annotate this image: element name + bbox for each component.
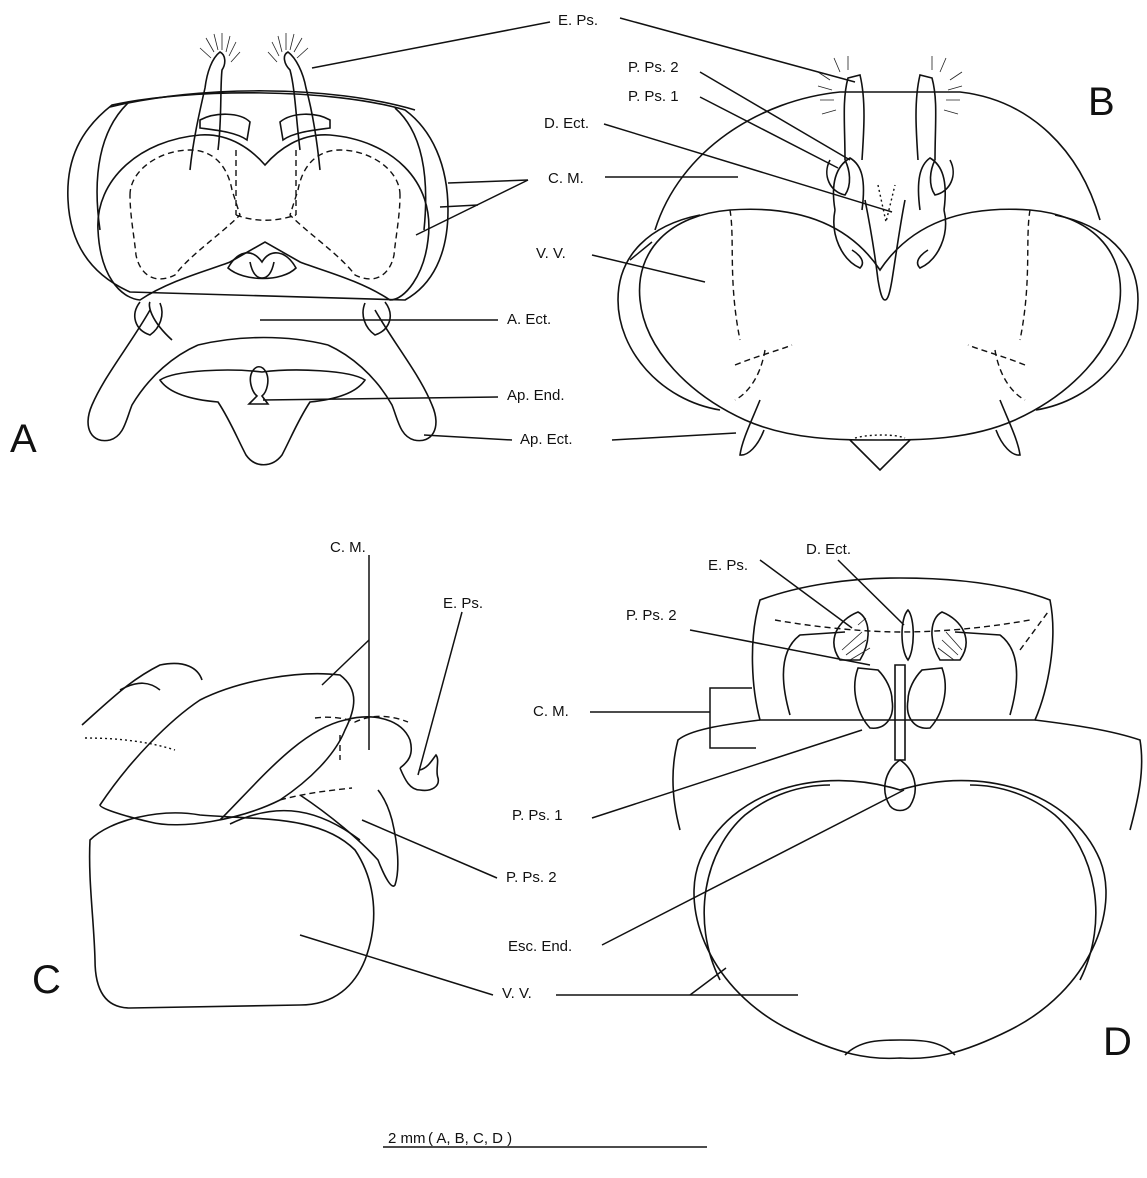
- label-a-ap-ect: Ap. Ect.: [520, 431, 573, 448]
- panel-c-drawing: [82, 663, 438, 1008]
- label-a-e-ps: E. Ps.: [558, 12, 598, 29]
- label-c-v-v: V. V.: [502, 985, 532, 1002]
- label-a-c-m: C. M.: [548, 170, 584, 187]
- panel-letter-b: B: [1088, 80, 1115, 124]
- label-a-ap-end: Ap. End.: [507, 387, 565, 404]
- label-d-esc-end: Esc. End.: [508, 938, 572, 955]
- scale-bar-note: ( A, B, C, D ): [428, 1130, 512, 1147]
- panel-letter-c: C: [32, 958, 61, 1002]
- label-b-p-ps-1: P. Ps. 1: [628, 88, 679, 105]
- leader-lines: [260, 18, 904, 995]
- panel-letter-a: A: [10, 417, 37, 461]
- label-d-p-ps-1: P. Ps. 1: [512, 807, 563, 824]
- label-b-d-ect: D. Ect.: [544, 115, 589, 132]
- panel-a-drawing: [68, 33, 448, 465]
- label-d-d-ect: D. Ect.: [806, 541, 851, 558]
- panel-d-drawing: [673, 578, 1142, 1058]
- label-c-p-ps-2: P. Ps. 2: [506, 869, 557, 886]
- scale-bar-length: 2 mm: [388, 1130, 426, 1147]
- panel-b-drawing: [618, 56, 1138, 470]
- label-d-e-ps: E. Ps.: [708, 557, 748, 574]
- panel-letter-d: D: [1103, 1020, 1132, 1064]
- label-b-v-v: V. V.: [536, 245, 566, 262]
- label-c-c-m: C. M.: [330, 539, 366, 556]
- label-d-p-ps-2: P. Ps. 2: [626, 607, 677, 624]
- scale-bar: 2 mm ( A, B, C, D ): [383, 1130, 707, 1147]
- label-a-a-ect: A. Ect.: [507, 311, 551, 328]
- label-d-c-m: C. M.: [533, 703, 569, 720]
- label-c-e-ps: E. Ps.: [443, 595, 483, 612]
- label-b-p-ps-2: P. Ps. 2: [628, 59, 679, 76]
